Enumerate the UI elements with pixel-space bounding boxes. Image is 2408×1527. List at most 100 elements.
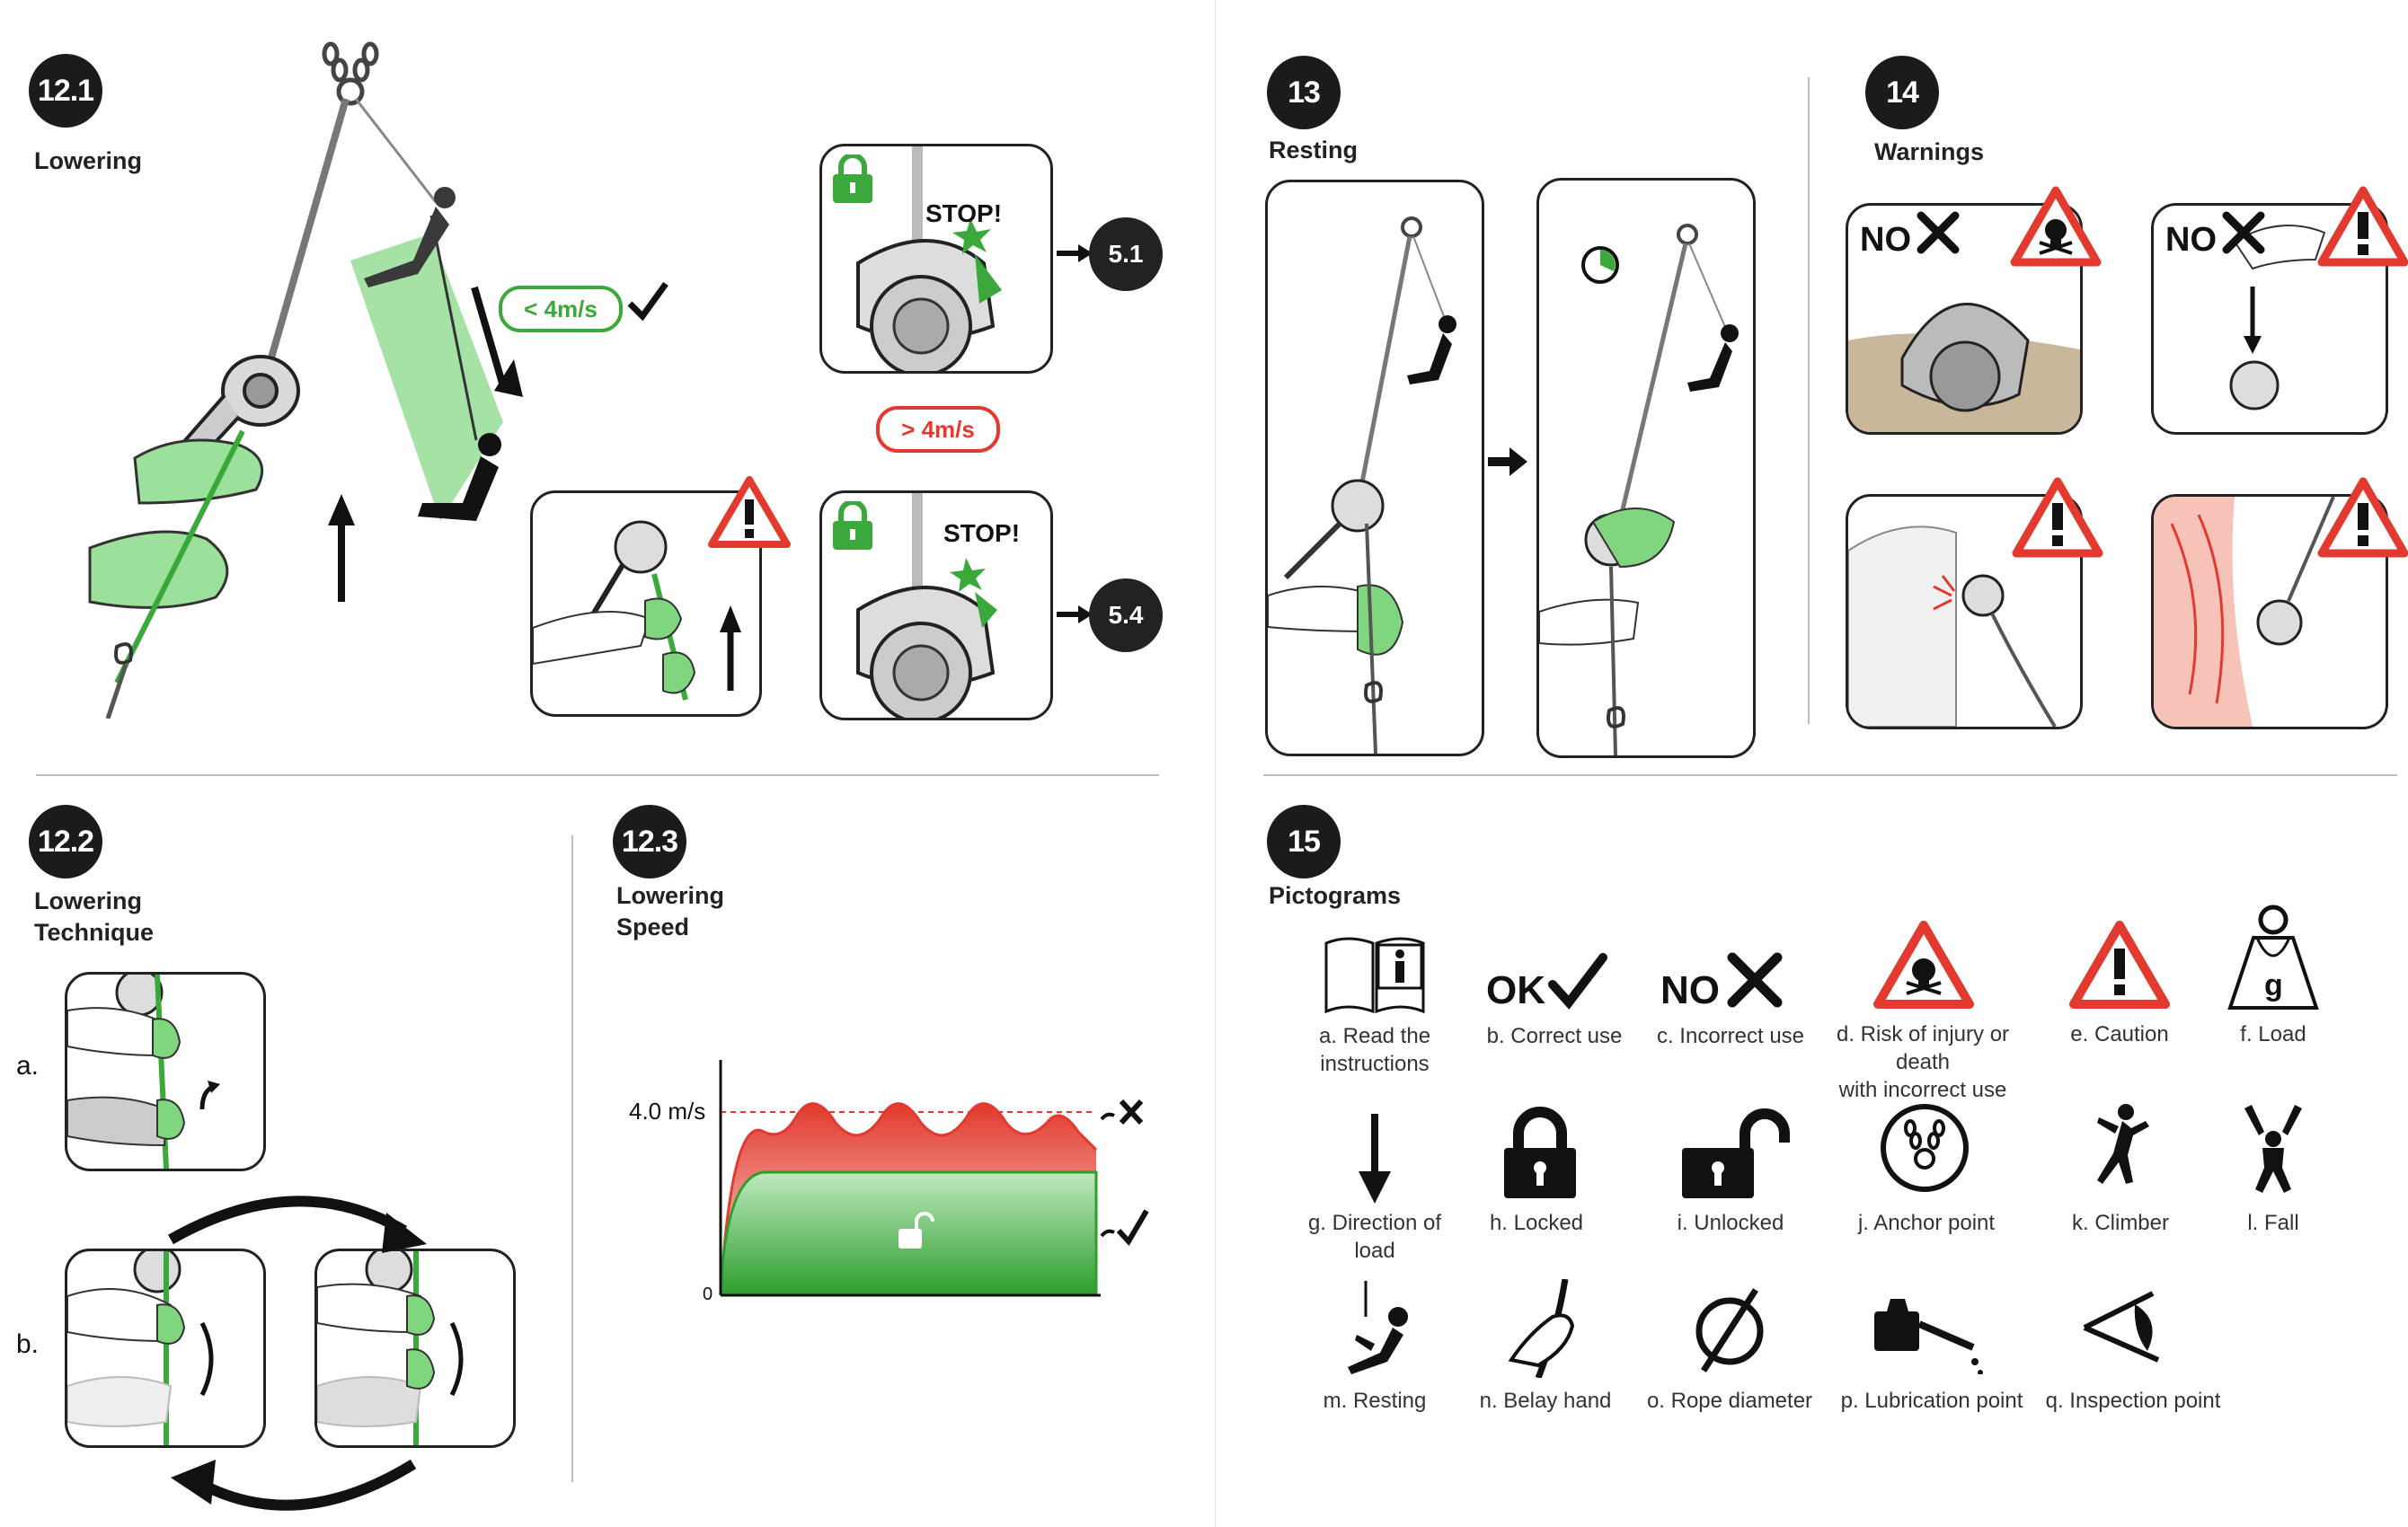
- skull-warning-icon-2: [1873, 921, 1974, 1009]
- climber-bottom-figure: [418, 433, 501, 521]
- pictogram-label-k: k. Climber: [2071, 1211, 2169, 1235]
- warning-dirt-panel: [1846, 203, 2083, 435]
- step-a-label: a.: [16, 1051, 40, 1081]
- no-cross-icon: [1119, 1099, 1144, 1125]
- pictogram-label-m: m. Resting: [1323, 1389, 1427, 1413]
- lowering-speed-chart: [719, 1060, 1149, 1297]
- section-badge-13: 13: [1267, 56, 1341, 129]
- speed-ok-badge: < 4m/s: [499, 286, 623, 332]
- caution-icon-body: [2012, 477, 2103, 558]
- skull-warning-icon: [2010, 186, 2102, 267]
- section-badge-14: 14: [1865, 56, 1939, 129]
- lock-open-icon: [1682, 1108, 1790, 1198]
- pictogram-label-q: q. Inspection point: [2045, 1389, 2221, 1413]
- pictogram-label-j: j. Anchor point: [1857, 1211, 1996, 1235]
- step-b-label: b.: [16, 1329, 40, 1359]
- divider-13-14: [1808, 77, 1810, 724]
- pictogram-label-a: a. Read the instructions: [1318, 1024, 1431, 1077]
- lock-closed-icon: [1504, 1107, 1576, 1198]
- lock-closed-green-icon: [833, 154, 872, 203]
- climber-icon: [2097, 1104, 2149, 1184]
- check-icon: [627, 281, 668, 322]
- cross-icon-1: [1917, 211, 1960, 254]
- technique-step-a-panel: [65, 972, 266, 1171]
- lock-marks: [791, 1092, 1058, 1103]
- pictogram-label-b: b. Correct use: [1486, 1024, 1623, 1048]
- pictogram-label-o: o. Rope diameter: [1646, 1389, 1813, 1413]
- section-badge-15: 15: [1267, 805, 1341, 878]
- section-badge-12-3: 12.3: [613, 805, 686, 878]
- caution-icon: [708, 476, 791, 548]
- lowering-main-illustration: [88, 41, 523, 719]
- stop-label-top: STOP!: [925, 199, 1003, 227]
- descent-trail: [350, 234, 503, 521]
- weight-load-icon: [2227, 905, 2319, 1010]
- caution-icon-hair: [2317, 477, 2408, 558]
- arrow-down-motion: [471, 286, 507, 388]
- pictogram-label-p: p. Lubrication point: [1840, 1389, 2023, 1413]
- caution-icon-drop: [2317, 186, 2408, 267]
- fall-icon: [2244, 1105, 2302, 1193]
- anchor-chain: [322, 41, 379, 106]
- cycle-arrow-bottom-icon: [171, 1459, 417, 1511]
- section-title-lowering: Lowering: [34, 147, 142, 174]
- resting-icon: [1348, 1281, 1408, 1374]
- climber-top-figure: [364, 187, 456, 287]
- section-title-pictograms: Pictograms: [1269, 882, 1402, 909]
- page-divider: [1215, 0, 1216, 1527]
- stop-label-bottom: STOP!: [943, 519, 1021, 547]
- reference-5-1: 5.1: [1089, 217, 1163, 291]
- caution-triangle-icon: [2069, 921, 2170, 1009]
- pictogram-label-n: n. Belay hand: [1479, 1389, 1612, 1413]
- section-title-resting: Resting: [1269, 137, 1359, 163]
- arrow-down-icon: [1359, 1114, 1391, 1204]
- speed-over-badge: > 4m/s: [876, 406, 1000, 453]
- book-info-icon: [1324, 937, 1425, 1014]
- section-title-lowering-technique: Lowering Technique: [34, 887, 155, 947]
- pictogram-label-d: d. Risk of injury or death with incorrec…: [1836, 1022, 2010, 1103]
- belay-hand-icon: [1508, 1279, 1575, 1378]
- ok-check-icon: [1548, 953, 1607, 1010]
- section-title-lowering-speed: Lowering Speed: [616, 882, 724, 941]
- divider-right: [1263, 774, 2397, 776]
- resting-panel-after: [1536, 178, 1756, 758]
- pictogram-label-f: f. Load: [2240, 1022, 2306, 1046]
- section-badge-12-2: 12.2: [29, 805, 102, 878]
- cross-icon-2: [2222, 211, 2265, 254]
- divider-left: [36, 774, 1159, 776]
- hand-upper: [133, 438, 264, 505]
- reference-5-4: 5.4: [1089, 578, 1163, 652]
- rope-left: [257, 97, 350, 397]
- no-label-drop: NO: [2165, 221, 2217, 259]
- ok-text: OK: [1486, 968, 1545, 1012]
- lock-closed-green-icon-2: [833, 501, 872, 550]
- section-title-warnings: Warnings: [1874, 138, 1985, 165]
- speed-threshold-label: 4.0 m/s: [629, 1098, 706, 1125]
- pictogram-label-e: e. Caution: [2070, 1022, 2169, 1046]
- unlocked-icon: [899, 1212, 934, 1249]
- technique-step-b2-panel: [314, 1249, 516, 1448]
- pictogram-label-l: l. Fall: [2247, 1211, 2299, 1235]
- pictogram-label-g: g. Direction of load: [1307, 1211, 1442, 1264]
- rope-knot: [114, 642, 133, 665]
- load-unit-text: g: [2264, 968, 2283, 1002]
- inset-hand-caution: [530, 490, 762, 717]
- oil-can-icon: [1874, 1299, 1983, 1374]
- pictogram-label-c: c. Incorrect use: [1656, 1024, 1805, 1048]
- rope-right: [354, 98, 438, 203]
- pictogram-label-h: h. Locked: [1489, 1211, 1584, 1235]
- speed-zero-label: 0: [703, 1284, 713, 1304]
- timer-icon: [1581, 246, 1619, 284]
- diameter-icon: [1695, 1288, 1764, 1373]
- no-label-dirt: NO: [1860, 221, 1911, 259]
- no-cross-icon: [1727, 952, 1783, 1008]
- hand-lower: [88, 530, 229, 609]
- section-badge-12-1: 12.1: [29, 54, 102, 128]
- technique-step-b1-panel: [65, 1249, 266, 1448]
- ok-check-icon: [1116, 1209, 1149, 1247]
- arrow-right-icon-3: [1488, 447, 1527, 476]
- pictogram-label-i: i. Unlocked: [1677, 1211, 1784, 1235]
- arrow-right-icon-2: [1057, 605, 1093, 623]
- resting-panel-before: [1265, 180, 1484, 756]
- cycle-arrow-top-icon: [168, 1196, 427, 1253]
